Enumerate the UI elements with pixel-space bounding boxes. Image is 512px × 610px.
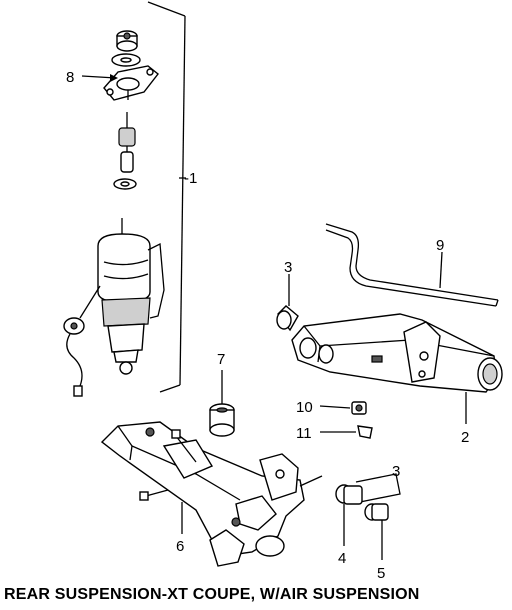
callout-3-upper: 3: [284, 259, 292, 276]
leader-9: [439, 251, 443, 289]
stabilizer-bar: [325, 223, 499, 307]
callout-3-lower: 3: [392, 463, 400, 480]
callout-6: 6: [176, 538, 184, 555]
lower-mount-bushing: [118, 112, 136, 147]
rear-crossmember: [100, 421, 305, 567]
bracket-10: [351, 401, 367, 415]
callout-2: 2: [461, 429, 469, 446]
diagram-caption: REAR SUSPENSION-XT COUPE, W/AIR SUSPENSI…: [4, 586, 420, 603]
upper-washer: [111, 53, 141, 67]
bushing-5: [364, 503, 389, 521]
leader-10: [319, 405, 351, 409]
callout-11: 11: [296, 425, 312, 442]
lower-washer: [113, 178, 137, 190]
rear-axle-beam: [291, 313, 503, 393]
air-strut: [97, 218, 165, 375]
callout-4: 4: [338, 550, 346, 567]
crossmember-bolts: [139, 429, 323, 501]
callout-1: -1: [184, 170, 197, 187]
callout-9: 9: [436, 237, 444, 254]
rear-suspension-diagram: -1 2 3 3 4 5 6 7 8 9 10 11: [63, 1, 503, 582]
upper-mount-nut: [116, 30, 138, 52]
callout-5: 5: [377, 565, 385, 582]
callout-7: 7: [217, 351, 225, 368]
callout-10: 10: [296, 399, 313, 416]
strut-assembly-bracket: [147, 1, 186, 393]
upper-mount-plate: [103, 65, 159, 101]
bushing-3-lower-bracket: [335, 473, 401, 505]
height-sensor: [63, 285, 101, 397]
bushing-3-upper: [276, 305, 299, 332]
bushing-7: [209, 370, 235, 437]
leader-8-arrow: [110, 74, 118, 82]
clip-11: [357, 425, 373, 439]
callout-8: 8: [66, 69, 74, 86]
spacer-sleeve: [120, 146, 134, 173]
